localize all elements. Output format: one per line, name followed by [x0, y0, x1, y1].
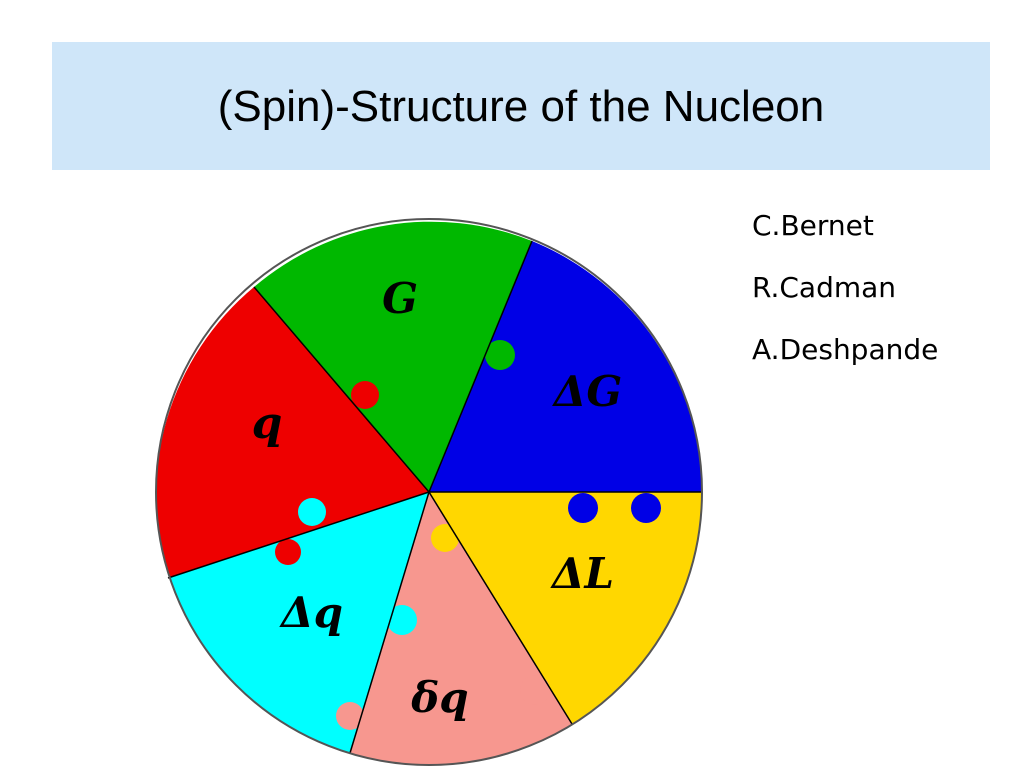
label-delta-l: ΔL — [550, 549, 614, 598]
tab-red-into-cyan — [275, 539, 301, 565]
tab-pink-into-cyan — [336, 702, 364, 730]
label-delta-small-q: δq — [410, 673, 468, 722]
tab-green-into-blue — [485, 340, 515, 370]
author-name: A.Deshpande — [752, 333, 939, 366]
tab-cyan-into-pink — [387, 605, 417, 635]
puzzle-outline — [155, 218, 703, 766]
tab-pink-into-yellow — [520, 675, 550, 705]
tab-red-into-green — [351, 381, 379, 409]
puzzle-piece-g — [254, 221, 532, 492]
author-list: C.Bernet R.Cadman A.Deshpande — [752, 210, 938, 396]
tab-blue-into-yellow — [568, 493, 598, 523]
puzzle-piece-delta-l — [429, 492, 702, 724]
title-banner: (Spin)-Structure of the Nucleon — [52, 42, 990, 170]
label-q: q — [252, 398, 283, 449]
author-name: R.Cadman — [752, 271, 897, 304]
slide-title: (Spin)-Structure of the Nucleon — [217, 82, 825, 131]
puzzle-piece-delta-g — [429, 241, 702, 492]
tab-yellow-into-pink — [431, 524, 459, 552]
label-delta-g: ΔG — [552, 367, 622, 416]
label-delta-q: Δq — [279, 588, 343, 637]
puzzle-piece-q — [156, 287, 429, 578]
tab-red-into-green — [266, 324, 294, 352]
piece-seams — [167, 240, 702, 754]
author-name: C.Bernet — [752, 209, 874, 242]
label-g: G — [382, 274, 418, 323]
tab-cyan-into-red — [298, 498, 326, 526]
tab-blue-into-yellow — [631, 493, 661, 523]
puzzle-piece-delta-small-q — [350, 492, 572, 765]
